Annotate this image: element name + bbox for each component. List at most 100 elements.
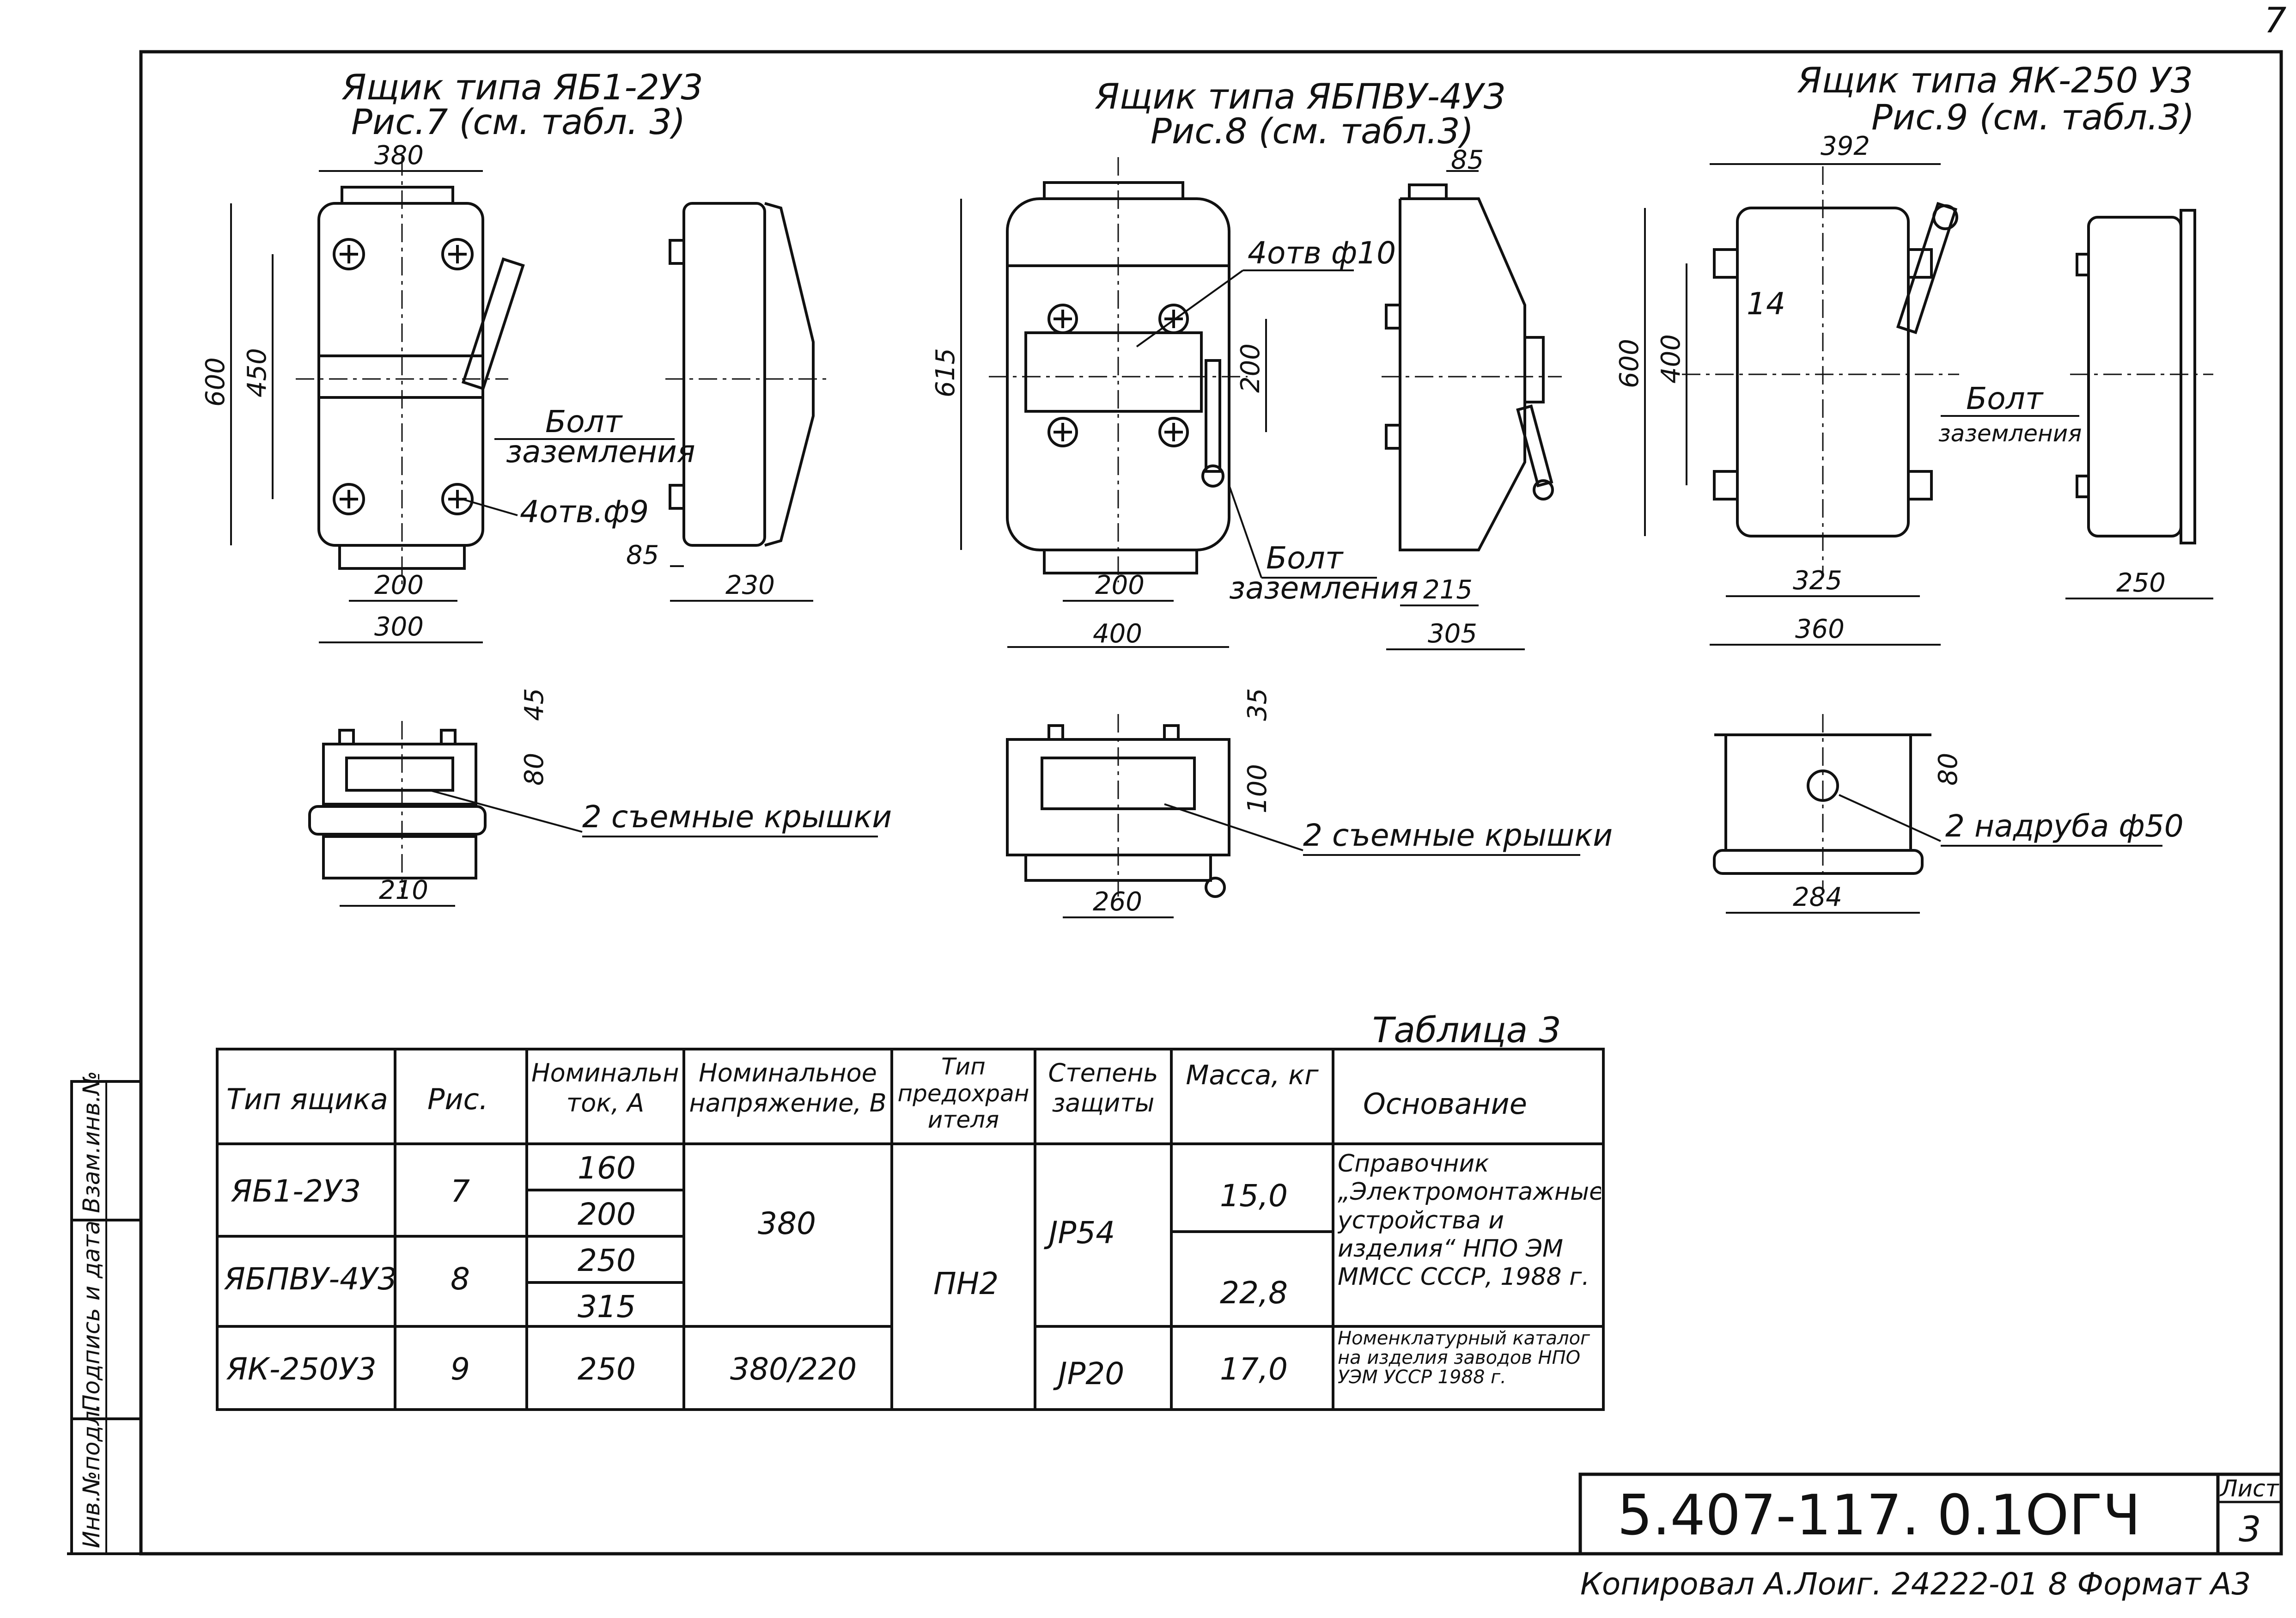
fig1-bolt-2: заземления xyxy=(506,434,695,470)
page-number: 7 xyxy=(2264,0,2286,41)
fig2-dim-215: 215 xyxy=(1423,575,1473,605)
fig1-side-view xyxy=(665,202,827,547)
fig3-bolt-2: заземления xyxy=(1938,420,2082,447)
fig1-dim-45: 45 xyxy=(519,688,549,721)
th-fig: Рис. xyxy=(427,1082,488,1116)
fig2-dim-200v: 200 xyxy=(1236,343,1266,393)
list-label: Лист xyxy=(2219,1475,2280,1502)
fig2-holes-leader xyxy=(1136,269,1244,348)
fig3-title: Ящик типа ЯК-250 У3 xyxy=(1797,60,2193,101)
row1-type: ЯБ1-2У3 xyxy=(231,1173,361,1209)
fig3-dim-360: 360 xyxy=(1795,614,1845,644)
fig2-dim-615: 615 xyxy=(931,348,961,397)
fig3-front-view xyxy=(1682,166,1959,578)
row2-type: ЯБПВУ-4У3 xyxy=(224,1261,397,1297)
row3-current: 250 xyxy=(578,1351,636,1387)
fig2-dim-35: 35 xyxy=(1242,688,1273,721)
fig3-bolt-1: Болт xyxy=(1966,381,2044,416)
fig1-dim-85: 85 xyxy=(626,540,659,570)
fig2-side-view xyxy=(1382,183,1562,551)
fig3-dim-250: 250 xyxy=(2116,568,2166,598)
fig1-side-dims xyxy=(670,565,813,602)
fig1-title: Ящик типа ЯБ1-2У3 xyxy=(341,67,703,108)
fig1-front-view xyxy=(296,157,525,587)
fig1-dim-80: 80 xyxy=(519,753,549,786)
fig2-bolt-leader xyxy=(1228,485,1262,578)
designation: 5.407-117. 0.1ОГЧ xyxy=(1617,1484,2141,1548)
fig3-dim-80: 80 xyxy=(1933,753,1963,786)
th-mass: Масса, кг xyxy=(1186,1059,1319,1091)
fig3-dim-600: 600 xyxy=(1614,339,1644,388)
fig1-bolt-1: Болт xyxy=(545,404,623,440)
fig3-dim-284: 284 xyxy=(1793,882,1842,912)
row2-current-b: 315 xyxy=(578,1289,636,1325)
fig3-dim-325: 325 xyxy=(1793,566,1842,596)
figure-yak250: Ящик типа ЯК-250 У3 Рис.9 (см. табл.3) 3… xyxy=(1614,60,2213,914)
fig1-dim-210: 210 xyxy=(379,875,428,905)
fig3-dim-392: 392 xyxy=(1821,131,1870,161)
fig1-subtitle: Рис.7 (см. табл. 3) xyxy=(351,101,685,142)
table-3: Таблица 3 Тип ящика Рис. Номинальный ток… xyxy=(216,1009,1605,1411)
protection-2: ЈР20 xyxy=(1053,1356,1124,1392)
fig2-front-view xyxy=(989,157,1248,582)
stamp-replace: Взам.инв.№ xyxy=(78,1071,105,1213)
fig2-covers-leader xyxy=(1164,803,1303,851)
th-current: Номинальный ток, А xyxy=(531,1058,679,1117)
row2-mass: 22,8 xyxy=(1220,1275,1288,1311)
list-number: 3 xyxy=(2239,1508,2261,1550)
fig3-nozzle-leader xyxy=(1839,794,1941,842)
fig2-dim-305: 305 xyxy=(1428,619,1477,649)
footer-note: Копировал А.Лоиг. 24222-01 8 Формат А3 xyxy=(1580,1566,2251,1602)
figure-yab1: Ящик типа ЯБ1-2У3 Рис.7 (см. табл. 3) 38… xyxy=(201,67,892,907)
stamp-inventory: Инв.№подл. xyxy=(78,1404,105,1548)
table-caption: Таблица 3 xyxy=(1372,1009,1561,1050)
fig3-subtitle: Рис.9 (см. табл.3) xyxy=(1871,97,2194,138)
fig2-bolt-2: заземления xyxy=(1229,570,1419,606)
fig1-dim-300: 300 xyxy=(374,612,424,642)
fig1-dim-450: 450 xyxy=(242,348,272,397)
fig2-plan-view xyxy=(1006,714,1230,898)
fig3-dimensions xyxy=(1644,163,1941,646)
row3-fig: 9 xyxy=(451,1351,470,1387)
fig2-dimensions xyxy=(960,199,1267,648)
fig1-holes-note: 4отв.ф9 xyxy=(520,494,649,530)
row2-current-a: 250 xyxy=(578,1243,636,1278)
row1-current-b: 200 xyxy=(578,1197,636,1232)
row1-fig: 7 xyxy=(451,1173,470,1209)
row1-current-a: 160 xyxy=(578,1150,636,1186)
fig2-subtitle: Рис.8 (см. табл.3) xyxy=(1151,110,1474,152)
row2-fig: 8 xyxy=(451,1261,470,1297)
stamp-signature: Подпись и дата xyxy=(78,1221,105,1412)
th-basis: Основание xyxy=(1363,1087,1527,1121)
voltage-1: 380 xyxy=(758,1206,816,1241)
fig3-dim-400: 400 xyxy=(1656,334,1686,384)
row3-type: ЯК-250У3 xyxy=(226,1351,377,1387)
fig3-plan-view xyxy=(1713,714,1931,892)
fig1-dim-380: 380 xyxy=(374,140,424,171)
fig1-dim-230: 230 xyxy=(725,570,775,600)
fig2-side-dims xyxy=(1386,170,1525,650)
fig2-dim-100: 100 xyxy=(1242,764,1273,813)
row1-mass: 15,0 xyxy=(1220,1178,1288,1214)
fig3-side-view xyxy=(2070,209,2213,544)
th-type: Тип ящика xyxy=(226,1082,388,1116)
fuse-type: ПН2 xyxy=(933,1266,999,1301)
row3-mass: 17,0 xyxy=(1220,1351,1288,1387)
fig2-covers-note: 2 съемные крышки xyxy=(1303,818,1613,853)
fig1-covers-leader xyxy=(429,789,583,833)
voltage-2: 380/220 xyxy=(730,1351,857,1387)
fig1-holes-leader xyxy=(462,498,518,516)
fig3-nozzle-note: 2 надруба ф50 xyxy=(1945,808,2184,844)
protection-1: ЈР54 xyxy=(1044,1215,1115,1251)
fig2-dim-85: 85 xyxy=(1451,145,1484,175)
fig1-covers-note: 2 съемные крышки xyxy=(582,799,892,835)
fig2-dim-400: 400 xyxy=(1093,619,1142,649)
fig2-holes-note: 4отв ф10 xyxy=(1248,235,1396,271)
fig2-title: Ящик типа ЯБПВУ-4У3 xyxy=(1095,76,1506,117)
title-block: 5.407-117. 0.1ОГЧ Лист 3 xyxy=(1578,1472,2283,1556)
basis-2: Номенклатурный каталог на изделия заводо… xyxy=(1338,1329,1590,1388)
th-voltage: Номинальное напряжение, В xyxy=(689,1058,887,1117)
side-stamp: Инв.№подл. Подпись и дата Взам.инв.№ xyxy=(70,1071,142,1555)
fig1-plan-view xyxy=(308,721,487,892)
